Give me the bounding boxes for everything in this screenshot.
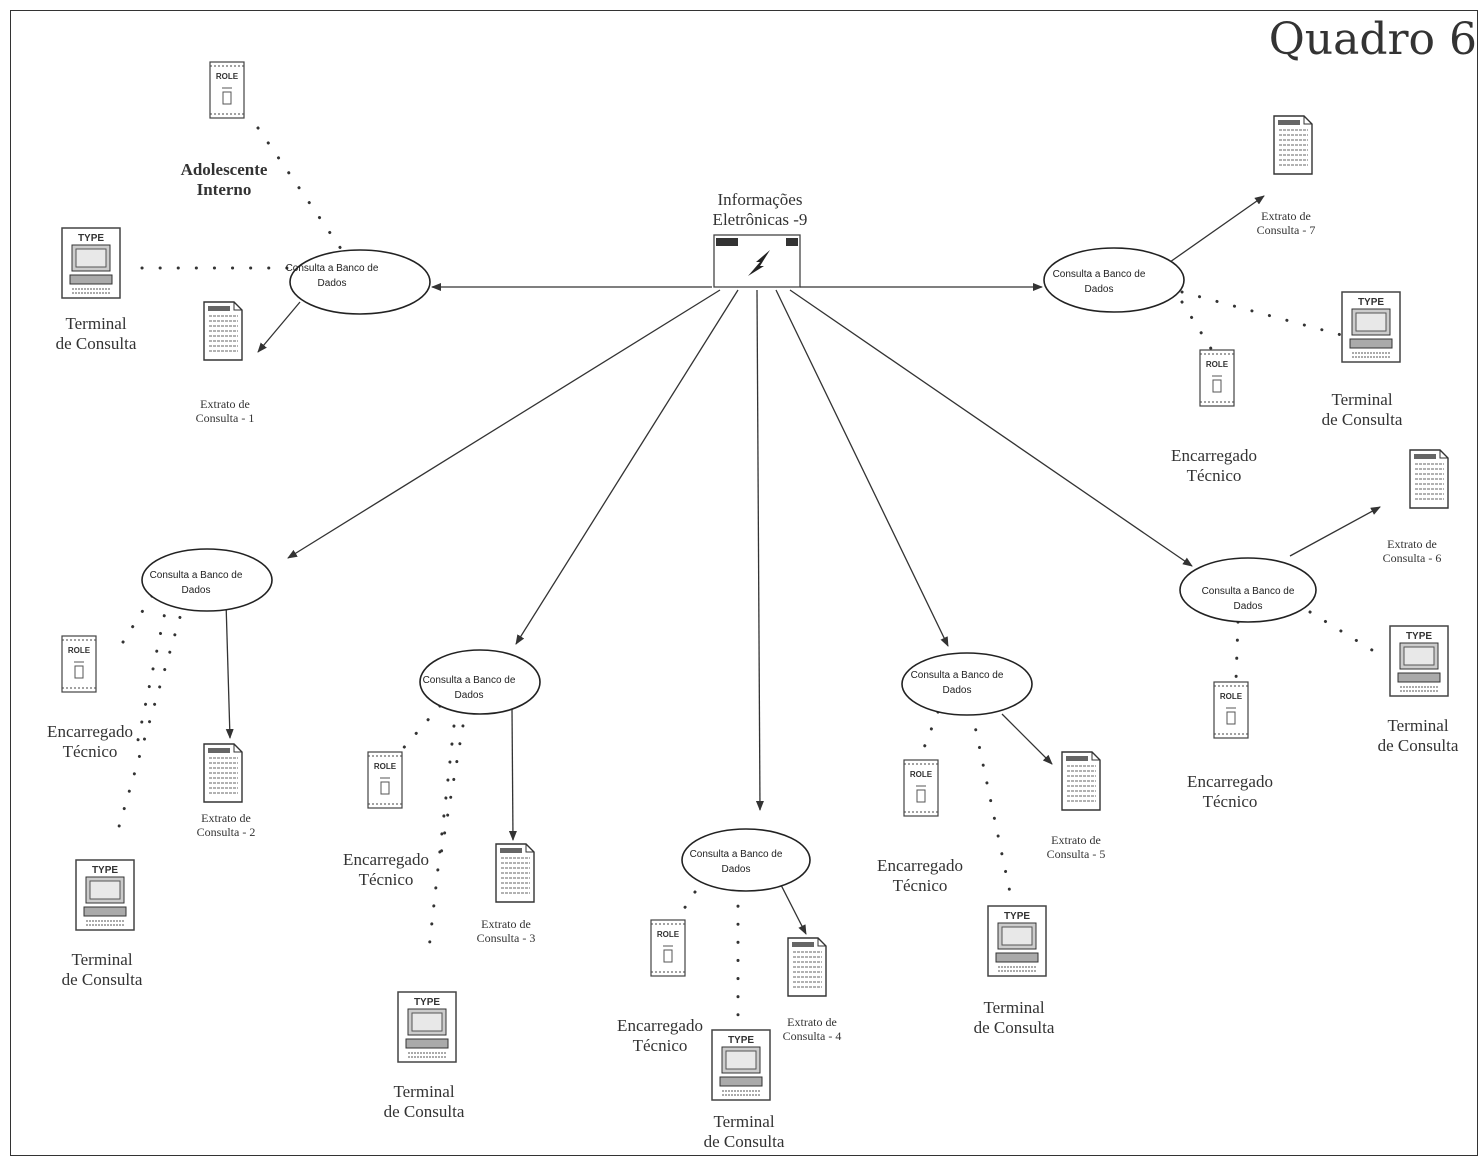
central-hub-icon bbox=[713, 234, 801, 288]
arrow-to-node-6 bbox=[775, 289, 949, 647]
hub-connections bbox=[225, 195, 1381, 935]
node-consulta-3 bbox=[141, 548, 273, 612]
svg-text:Consulta a Banco de: Consulta a Banco de bbox=[911, 670, 1004, 681]
svg-text:Consulta a Banco de: Consulta a Banco de bbox=[423, 675, 516, 686]
svg-text:Dados: Dados bbox=[1234, 601, 1263, 612]
document-icon bbox=[203, 743, 243, 803]
node-label: Consulta a Banco de bbox=[286, 263, 379, 274]
label-encarregado: Encarregado Técnico bbox=[343, 850, 429, 889]
terminal-icon bbox=[711, 1029, 771, 1101]
svg-text:Dados: Dados bbox=[943, 685, 972, 696]
terminal-icon bbox=[61, 227, 121, 299]
document-icon bbox=[1273, 115, 1313, 175]
central-hub-label-line2: Eletrônicas -9 bbox=[712, 209, 808, 229]
svg-text:Dados: Dados bbox=[1085, 284, 1114, 295]
label-extrato-4: Extrato de Consulta - 4 bbox=[782, 1015, 842, 1043]
svg-text:Consulta a Banco de: Consulta a Banco de bbox=[150, 570, 243, 581]
document-icon bbox=[1409, 449, 1449, 509]
label-extrato-5: Extrato de Consulta - 5 bbox=[1046, 833, 1106, 861]
role-icon bbox=[209, 61, 245, 119]
svg-text:Dados: Dados bbox=[182, 585, 211, 596]
role-icon bbox=[1199, 349, 1235, 407]
label-extrato-3: Extrato de Consulta - 3 bbox=[476, 917, 536, 945]
label-extrato-1: Extrato de Consulta - 1 bbox=[195, 397, 255, 425]
terminal-icon bbox=[1389, 625, 1449, 697]
svg-text:Consulta a Banco de: Consulta a Banco de bbox=[1202, 586, 1295, 597]
node-labels: Consulta a Banco de Dados Consulta a Ban… bbox=[150, 263, 1295, 875]
role-icon bbox=[903, 759, 939, 817]
dotted-connections bbox=[116, 126, 1387, 1034]
node-consulta-5 bbox=[681, 828, 811, 892]
terminal-icon bbox=[987, 905, 1047, 977]
label-terminal: Terminal de Consulta bbox=[973, 998, 1055, 1037]
svg-text:Dados: Dados bbox=[318, 278, 347, 289]
label-adolescente-interno: Adolescente Interno bbox=[180, 160, 268, 199]
central-hub-label: Informações Eletrônicas -9 bbox=[713, 190, 808, 229]
label-terminal: Terminal de Consulta bbox=[383, 1082, 465, 1121]
terminal-icon bbox=[397, 991, 457, 1063]
svg-text:Dados: Dados bbox=[722, 864, 751, 875]
document-icon bbox=[203, 301, 243, 361]
arrow-to-node-7 bbox=[789, 289, 1193, 567]
label-extrato-6: Extrato de Consulta - 6 bbox=[1382, 537, 1442, 565]
diagram-frame bbox=[10, 10, 1478, 1156]
node-consulta-6 bbox=[901, 652, 1033, 716]
role-icon bbox=[367, 751, 403, 809]
nodes bbox=[141, 247, 1317, 892]
label-encarregado: Encarregado Técnico bbox=[1171, 446, 1257, 485]
label-encarregado: Encarregado Técnico bbox=[1187, 772, 1273, 811]
document-icon bbox=[495, 843, 535, 903]
label-terminal: Terminal de Consulta bbox=[1377, 716, 1459, 755]
central-hub-label-line1: Informações bbox=[717, 190, 803, 209]
document-icon bbox=[787, 937, 827, 997]
label-extrato-2: Extrato de Consulta - 2 bbox=[196, 811, 256, 839]
label-encarregado: Encarregado Técnico bbox=[877, 856, 963, 895]
label-terminal: Terminal de Consulta bbox=[61, 950, 143, 989]
label-extrato-7: Extrato de Consulta - 7 bbox=[1256, 209, 1316, 237]
terminal-icon bbox=[75, 859, 135, 931]
svg-text:Consulta a Banco de: Consulta a Banco de bbox=[690, 849, 783, 860]
role-icon bbox=[650, 919, 686, 977]
node-consulta-2 bbox=[1043, 247, 1185, 313]
svg-text:Dados: Dados bbox=[455, 690, 484, 701]
label-terminal: Terminal de Consulta bbox=[1321, 390, 1403, 429]
terminal-icon bbox=[1341, 291, 1401, 363]
label-terminal: Terminal de Consulta bbox=[703, 1112, 785, 1151]
node-consulta-4 bbox=[419, 649, 541, 715]
label-encarregado: Encarregado Técnico bbox=[617, 1016, 703, 1055]
svg-text:Consulta a Banco de: Consulta a Banco de bbox=[286, 263, 379, 274]
terminal-icons bbox=[61, 227, 1449, 1101]
page-title: Quadro 6 bbox=[1268, 14, 1477, 65]
label-terminal: Terminal de Consulta bbox=[55, 314, 137, 353]
role-icon bbox=[61, 635, 97, 693]
arrow-to-node-5 bbox=[755, 289, 764, 811]
arrow-to-node-4 bbox=[515, 289, 739, 645]
document-icon bbox=[1061, 751, 1101, 811]
arrow-to-node-3 bbox=[287, 289, 721, 559]
role-icon bbox=[1213, 681, 1249, 739]
label-encarregado: Encarregado Técnico bbox=[47, 722, 133, 761]
node-consulta-1 bbox=[289, 249, 431, 315]
node-consulta-7 bbox=[1179, 557, 1317, 623]
svg-text:Consulta a Banco de: Consulta a Banco de bbox=[1053, 269, 1146, 280]
